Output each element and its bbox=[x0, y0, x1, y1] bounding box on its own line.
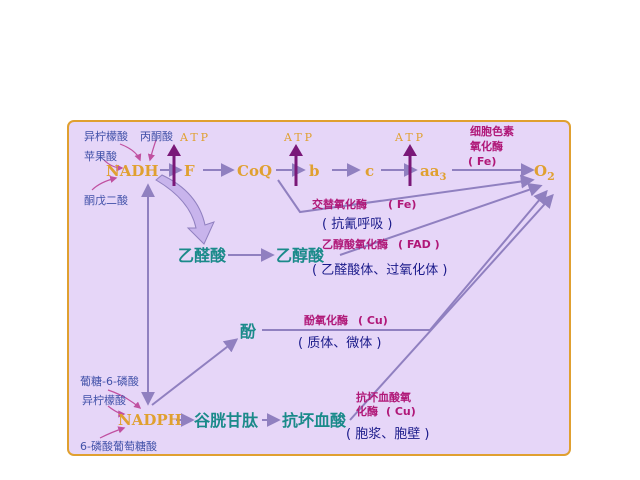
cytochrome-oxidase-metal: ( Fe) bbox=[468, 155, 496, 168]
node-phenol: 酚 bbox=[240, 322, 257, 341]
ascorbate-oxidase-cofactor: ( Cu) bbox=[386, 405, 416, 418]
phenol-location: ( 质体、微体 ) bbox=[298, 336, 381, 351]
node-ascorbic: 抗坏血酸 bbox=[282, 411, 347, 430]
glycolate-oxidase-cofactor: ( FAD ) bbox=[398, 238, 440, 251]
node-glyoxylic: 乙醛酸 bbox=[178, 246, 227, 265]
atp-label-3: ATP bbox=[394, 131, 426, 144]
arrow-nadh-glyoxylic bbox=[155, 174, 215, 245]
phenol-oxidase: 酚氧化酶 bbox=[304, 313, 348, 327]
arrow-nadph-phenol bbox=[151, 338, 239, 406]
node-c: c bbox=[365, 162, 374, 180]
node-b: b bbox=[309, 162, 320, 180]
atp-label-2: ATP bbox=[283, 131, 315, 144]
atp-arrows bbox=[172, 154, 412, 186]
phenol-oxidase-cofactor: ( Cu) bbox=[358, 314, 388, 327]
cytochrome-oxidase-line2: 氧化酶 bbox=[469, 139, 503, 153]
node-f: F bbox=[184, 162, 195, 180]
substrate-arrows bbox=[91, 139, 157, 439]
cytochrome-oxidase-line1: 细胞色素 bbox=[470, 124, 514, 138]
ascorbate-oxidase-line2: 化酶 bbox=[356, 404, 378, 418]
atp-arrowhead-2 bbox=[289, 144, 303, 156]
arrow-ascorbic-o2 bbox=[349, 193, 554, 421]
atp-label-1: ATP bbox=[179, 131, 211, 144]
node-glycolic: 乙醇酸 bbox=[276, 246, 325, 265]
substrate-malic: 苹果酸 bbox=[84, 149, 117, 163]
substrate-pyruvic: 丙酮酸 bbox=[140, 129, 173, 143]
atp-arrowhead-1 bbox=[167, 144, 181, 156]
node-nadh: NADH bbox=[106, 162, 159, 180]
ascorbate-oxidase-line1: 抗坏血酸氧 bbox=[356, 390, 411, 404]
node-nadph: NADPH bbox=[118, 411, 182, 429]
arrow-coq-alternative bbox=[277, 174, 535, 214]
substrate-ketoglutaric: 酮戊二酸 bbox=[84, 193, 128, 207]
atp-arrowhead-3 bbox=[403, 144, 417, 156]
node-glutathione: 谷胱甘肽 bbox=[194, 411, 259, 430]
substrate-6pg: 6-磷酸葡萄糖酸 bbox=[80, 439, 157, 453]
substrate-isocitric-top: 异柠檬酸 bbox=[84, 129, 128, 143]
node-aa3: aa3 bbox=[420, 162, 446, 183]
node-coq: CoQ bbox=[237, 162, 272, 180]
glycolate-location: ( 乙醛酸体、过氧化体 ) bbox=[312, 262, 447, 278]
alternative-oxidase: 交替氧化酶 bbox=[312, 197, 367, 211]
arrow-glycolic-o2 bbox=[339, 183, 543, 256]
node-o2: O2 bbox=[534, 162, 555, 183]
substrate-g6p: 葡糖-6-磷酸 bbox=[80, 374, 139, 388]
ascorbate-location: ( 胞浆、胞壁 ) bbox=[346, 427, 429, 442]
alternative-oxidase-metal: ( Fe) bbox=[388, 198, 416, 211]
alternative-oxidase-location: ( 抗氰呼吸 ) bbox=[322, 216, 392, 232]
branch-arrows bbox=[141, 174, 554, 427]
substrate-isocitric-bottom: 异柠檬酸 bbox=[82, 393, 126, 407]
glycolate-oxidase: 乙醇酸氧化酶 bbox=[322, 237, 388, 251]
